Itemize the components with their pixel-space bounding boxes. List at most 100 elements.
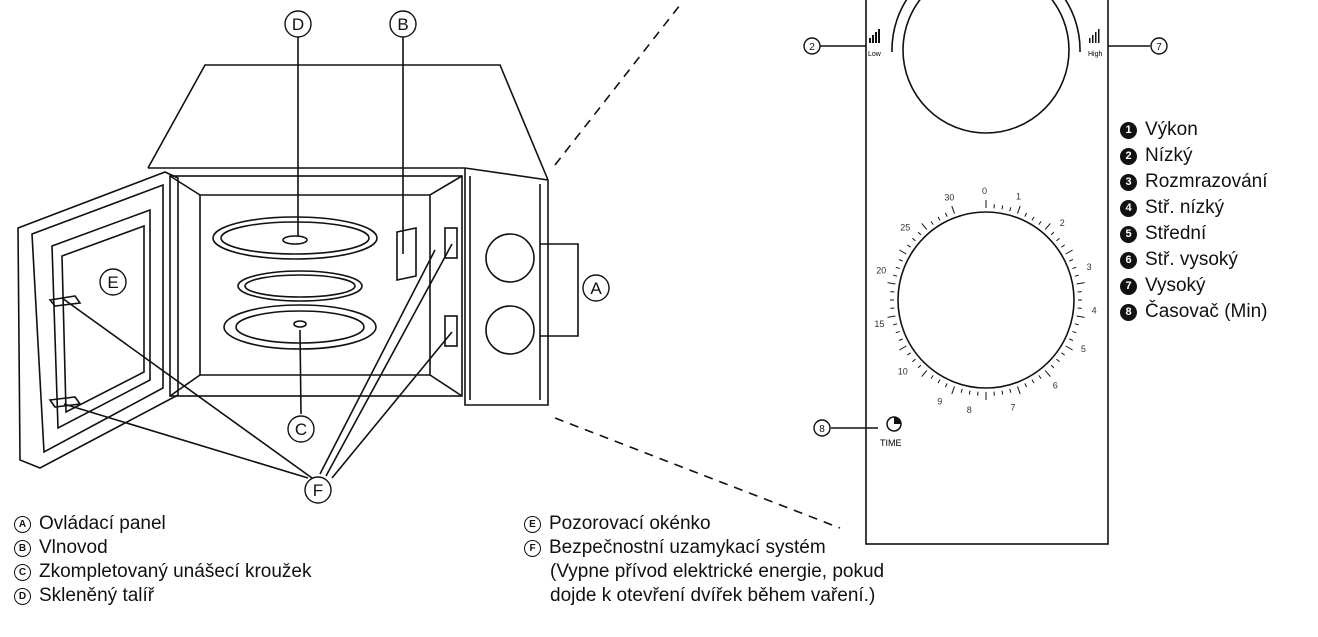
- timer-tick: [921, 223, 928, 230]
- timer-tick: [1061, 352, 1065, 356]
- legend-right-marker: 1: [1120, 121, 1137, 139]
- timer-scale-label: 20: [876, 266, 886, 276]
- callout-e-circle: [99, 268, 127, 296]
- timer-tick: [907, 352, 911, 356]
- timer-scale-label: 0: [982, 186, 987, 196]
- callout-d-circle: [284, 10, 312, 38]
- legend-right-marker: 5: [1120, 225, 1137, 243]
- legend-left-marker: D: [14, 587, 31, 605]
- timer-tick: [1056, 237, 1060, 242]
- timer-tick: [960, 388, 963, 393]
- timer-tick: [899, 249, 907, 255]
- timer-tick: [907, 244, 911, 248]
- legend-middle-marker: F: [524, 539, 541, 557]
- legend-right-item: 7 Vysoký: [1120, 273, 1268, 299]
- legend-left-marker: B: [14, 539, 31, 557]
- timer-tick: [912, 237, 916, 242]
- timer-tick: [1024, 383, 1028, 388]
- high-label: High: [1088, 51, 1103, 58]
- timer-tick: [1074, 274, 1079, 277]
- timer-scale-label: 15: [874, 319, 884, 329]
- timer-tick: [1009, 207, 1012, 212]
- timer-tick: [1076, 282, 1085, 285]
- legend-right-marker: 7: [1120, 277, 1137, 295]
- callout-b-circle: [389, 10, 417, 38]
- legend-left-item: B Vlnovod: [14, 536, 311, 560]
- callout-2-circle: [803, 37, 821, 55]
- legend-right-text: Výkon: [1145, 119, 1198, 140]
- callout-d: D: [292, 15, 304, 34]
- timer-tick: [1001, 390, 1004, 395]
- legend-right-text: Časovač (Min): [1145, 301, 1268, 322]
- timer-tick: [1044, 223, 1051, 230]
- timer-tick: [1076, 315, 1085, 318]
- timer-scale-label: 3: [1087, 262, 1092, 272]
- timer-tick: [930, 375, 934, 379]
- timer-tick: [944, 383, 948, 388]
- timer-scale-label: 7: [1010, 402, 1015, 412]
- timer-tick: [944, 212, 948, 217]
- legend-right-text: Vysoký: [1145, 275, 1206, 296]
- timer-tick: [1072, 266, 1077, 270]
- legend-left-text: Zkompletovaný unášecí kroužek: [39, 561, 312, 582]
- legend-right-item: 1 Výkon: [1120, 117, 1268, 143]
- legend-left-marker: A: [14, 515, 31, 533]
- callout-e: E: [107, 273, 118, 292]
- legend-note-line-2: dojde k otevření dvířek během vaření.): [550, 585, 876, 606]
- timer-tick: [1074, 323, 1079, 326]
- timer-scale-label: 1: [1016, 191, 1021, 201]
- timer-tick: [1024, 212, 1028, 217]
- callout-a: A: [590, 279, 602, 298]
- callout-a-circle: [582, 274, 610, 302]
- legend-middle-marker: E: [524, 515, 541, 533]
- timer-scale-label: 8: [967, 405, 972, 415]
- timer-scale-label: 30: [944, 193, 954, 203]
- timer-tick: [895, 330, 900, 334]
- callout-c: C: [295, 420, 307, 439]
- legend-middle-text: Bezpečnostní uzamykací systém: [549, 537, 826, 558]
- timer-tick: [1065, 345, 1073, 351]
- callout-7-circle: [1150, 37, 1168, 55]
- callout-8-circle: [813, 419, 831, 437]
- timer-tick: [937, 379, 941, 384]
- timer-tick: [898, 258, 903, 262]
- timer-tick: [1038, 221, 1042, 225]
- legend-note-line-1: (Vypne přívod elektrické energie, pokud: [550, 561, 885, 582]
- timer-scale-label: 2: [1060, 218, 1065, 228]
- timer-scale-label: 5: [1081, 344, 1086, 354]
- timer-tick: [899, 345, 907, 351]
- legend-right-text: Střední: [1145, 223, 1207, 244]
- callout-b: B: [397, 15, 408, 34]
- timer-scale-label: 9: [937, 396, 942, 406]
- legend-middle-text: Pozorovací okénko: [549, 513, 711, 534]
- timer-tick: [1016, 205, 1021, 214]
- timer-tick: [1038, 375, 1042, 379]
- timer-tick: [1061, 244, 1065, 248]
- legend-right-item: 5 Střední: [1120, 221, 1268, 247]
- callout-7: 7: [1156, 42, 1162, 53]
- timer-tick: [1001, 205, 1004, 210]
- callout-f: F: [313, 481, 323, 500]
- timer-tick: [887, 315, 896, 318]
- timer-tick: [1069, 258, 1074, 262]
- timer-tick: [893, 323, 898, 326]
- legend-right-marker: 8: [1120, 303, 1137, 321]
- timer-tick: [1016, 386, 1021, 395]
- legend-right-marker: 4: [1120, 199, 1137, 217]
- timer-tick: [1050, 364, 1055, 369]
- legend-middle-item: E Pozorovací okénko: [524, 512, 884, 536]
- timer-tick: [921, 370, 928, 377]
- legend-middle-item: F Bezpečnostní uzamykací systém: [524, 536, 884, 560]
- timer-tick: [1031, 379, 1035, 384]
- legend-left-text: Vlnovod: [39, 537, 108, 558]
